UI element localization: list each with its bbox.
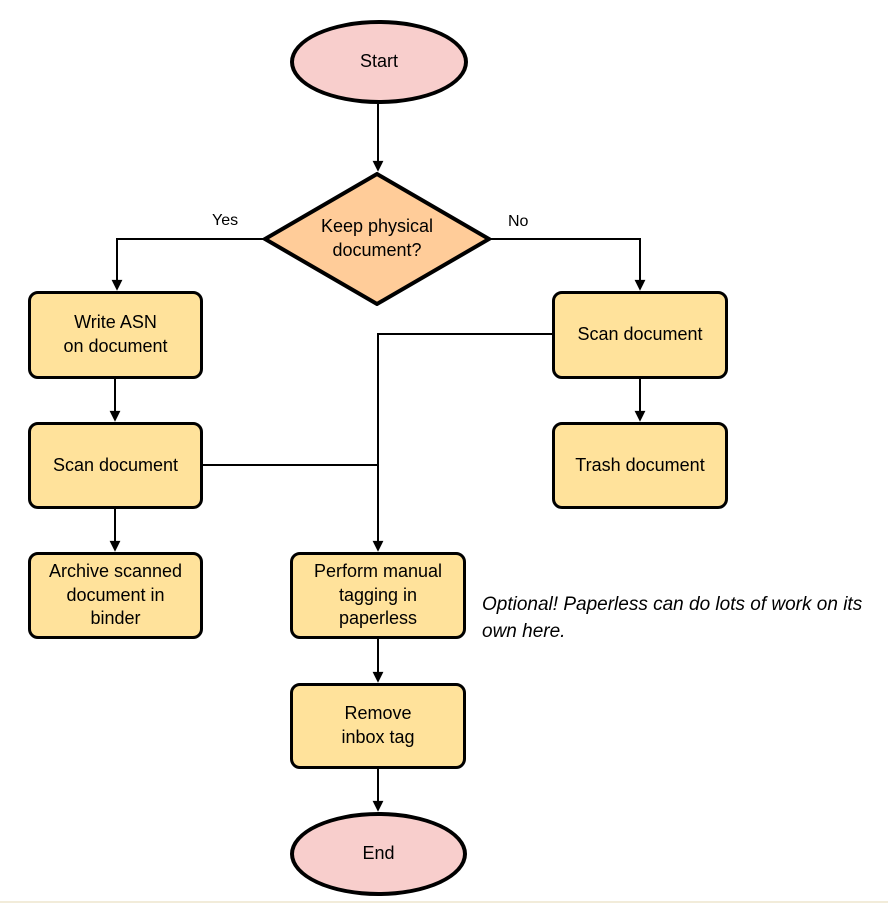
bottom-divider (0, 901, 888, 903)
node-end-label: End (362, 843, 395, 864)
node-decision: Keep physical document? (263, 172, 491, 306)
node-start: Start (290, 20, 468, 104)
edge-decision-no-to-scan-right (491, 238, 646, 291)
edge-decision-yes-to-write-asn (111, 238, 263, 291)
node-write-asn: Write ASN on document (28, 291, 203, 379)
node-remove-inbox-tag: Remove inbox tag (290, 683, 466, 769)
node-write-asn-label: Write ASN on document (63, 312, 168, 356)
edge-label-yes: Yes (212, 212, 239, 229)
node-remove-inbox-tag-label: Remove inbox tag (341, 703, 415, 747)
node-scan-document-left: Scan document (28, 422, 203, 509)
node-manual-tagging: Perform manual tagging in paperless (290, 552, 466, 639)
node-scan-document-right-label: Scan document (577, 324, 703, 345)
node-trash-document-label: Trash document (575, 454, 705, 475)
node-end: End (290, 812, 467, 896)
diamond-shape (263, 172, 491, 306)
node-trash-document: Trash document (552, 422, 728, 509)
node-decision-label: Keep physical document? (320, 216, 434, 260)
node-archive-binder: Archive scanned document in binder (28, 552, 203, 639)
edge-label-no: No (508, 213, 529, 230)
node-scan-document-left-label: Scan document (52, 454, 179, 475)
optional-note: Optional! Paperless can do lots of work … (482, 594, 863, 642)
node-start-label: Start (359, 51, 398, 72)
node-manual-tagging-label: Perform manual tagging in paperless (313, 560, 443, 629)
node-scan-document-right: Scan document (552, 291, 728, 379)
node-archive-binder-label: Archive scanned document in binder (48, 560, 183, 629)
edge-scan-right-to-tagging (372, 333, 552, 552)
